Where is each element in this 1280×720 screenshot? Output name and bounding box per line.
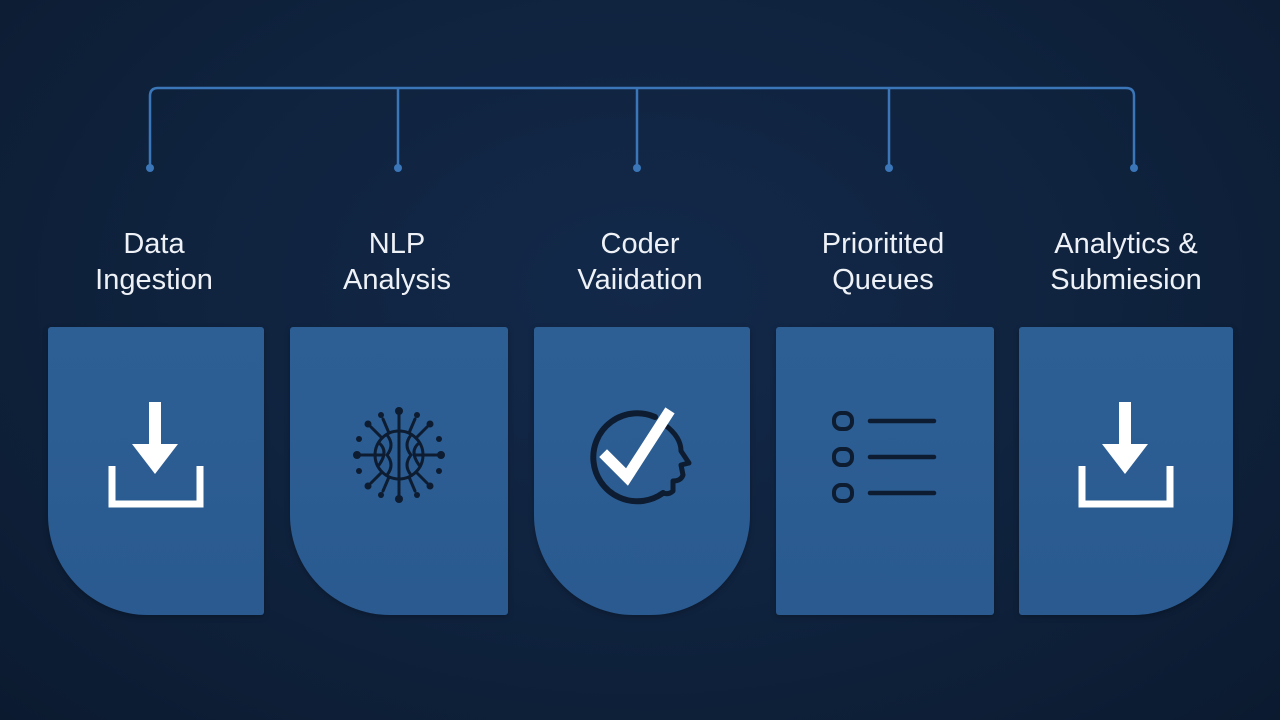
stage-label: Prioritited Queues [774,226,992,298]
connector-bracket [146,86,1138,172]
stage-label-line2: Analysis [343,264,451,296]
stage-label-line1: NLP [368,228,426,260]
stage-data-ingestion: Data Ingestion [48,0,264,720]
stage-label: Data Ingestion [46,226,262,298]
stage-label-line1: Analytics & [1054,228,1198,260]
stage-prioritized-queues: Prioritited Queues [776,0,994,720]
list-icon [832,411,937,503]
check-head-icon [590,407,692,505]
stage-analytics-submission: Analytics & Submiesion [1019,0,1233,720]
connector-node [146,164,154,172]
connector-node [1130,164,1138,172]
connector-node [394,164,402,172]
stage-label-line2: Submiesion [1050,264,1202,296]
stage-label: NLP Analysis [288,226,506,298]
stage-label-line1: Coder [600,228,680,260]
stage-label-line2: Ingestion [95,264,213,296]
stage-card [48,327,264,615]
stage-label: Coder Vaiidation [532,226,748,298]
stage-label-line2: Vaiidation [577,264,703,296]
stage-card [1019,327,1233,615]
stage-card [534,327,750,615]
stage-label-line2: Queues [832,264,934,296]
neural-network-icon [353,407,445,503]
download-icon [1078,402,1174,508]
stage-card [776,327,994,615]
stage-card [290,327,508,615]
connector-node [885,164,893,172]
connector-node [633,164,641,172]
stage-nlp-analysis: NLP Analysis [290,0,508,720]
download-icon [108,402,204,508]
stage-label-line1: Prioritited [821,228,945,260]
stage-coder-validation: Coder Vaiidation [534,0,750,720]
stage-label: Analytics & Submiesion [1019,226,1233,298]
stage-label-line1: Data [123,228,185,260]
